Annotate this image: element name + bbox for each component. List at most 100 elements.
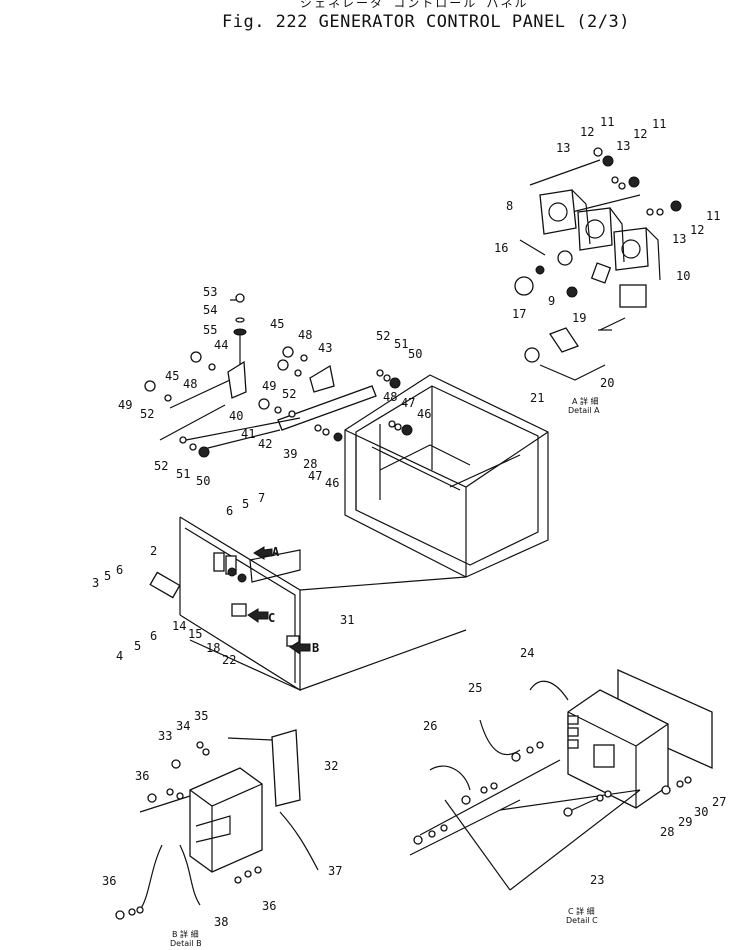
- part-callout-21: 21: [530, 391, 544, 405]
- part-callout-6a: 6: [226, 504, 233, 518]
- part-callout-12b: 12: [633, 127, 647, 141]
- figure-title: Fig. 222 GENERATOR CONTROL PANEL (2/3): [222, 12, 630, 32]
- part-callout-45b: 45: [270, 317, 284, 331]
- view-arrow-b: B: [289, 640, 319, 655]
- bracket-rail-assembly: [144, 293, 413, 458]
- part-callout-28b: 28: [660, 825, 674, 839]
- detail-b-jp: B 詳 細: [172, 929, 199, 939]
- part-callout-18: 18: [206, 641, 220, 655]
- part-callout-17: 17: [512, 307, 526, 321]
- part-callout-49b: 49: [262, 379, 276, 393]
- part-callout-33: 33: [158, 729, 172, 743]
- part-callout-52c: 52: [154, 459, 168, 473]
- part-callout-26: 26: [423, 719, 437, 733]
- japanese-title: ジェネレータ コントロール パネル: [300, 0, 529, 10]
- meter-cluster: [514, 147, 682, 381]
- arrow-a-label: A: [272, 545, 280, 559]
- part-callout-46a: 46: [417, 407, 431, 421]
- part-callout-5b: 5: [104, 569, 111, 583]
- part-callout-35: 35: [194, 709, 208, 723]
- part-callout-51a: 51: [176, 467, 190, 481]
- part-callout-7: 7: [258, 491, 265, 505]
- part-callout-23: 23: [590, 873, 604, 887]
- part-callout-30: 30: [694, 805, 708, 819]
- part-callout-2: 2: [150, 544, 157, 558]
- part-callout-50b: 50: [408, 347, 422, 361]
- part-callout-48b: 48: [298, 328, 312, 342]
- part-callout-36a: 36: [135, 769, 149, 783]
- part-callout-9: 9: [548, 294, 555, 308]
- part-callout-44: 44: [214, 338, 228, 352]
- part-callout-8: 8: [506, 199, 513, 213]
- part-callout-20: 20: [600, 376, 614, 390]
- detail-c-jp: C 詳 細: [568, 906, 595, 916]
- part-callout-41: 41: [241, 427, 255, 441]
- part-callout-52b: 52: [282, 387, 296, 401]
- arrow-b-label: B: [312, 641, 319, 655]
- part-callout-11c: 11: [706, 209, 720, 223]
- part-callout-14: 14: [172, 619, 186, 633]
- part-callout-42: 42: [258, 437, 272, 451]
- control-panel-box: [149, 516, 467, 692]
- part-callout-12c: 12: [690, 223, 704, 237]
- part-callout-49a: 49: [118, 398, 132, 412]
- part-callout-5c: 5: [134, 639, 141, 653]
- part-callout-11b: 11: [652, 117, 666, 131]
- part-callout-5a: 5: [242, 497, 249, 511]
- detail-b-drawing: [115, 729, 319, 920]
- part-callout-46b: 46: [325, 476, 339, 490]
- part-callout-31: 31: [340, 613, 354, 627]
- part-callout-39: 39: [283, 447, 297, 461]
- detail-c-en: Detail C: [566, 916, 598, 925]
- part-callout-6c: 6: [150, 629, 157, 643]
- part-callout-47b: 47: [308, 469, 322, 483]
- part-callout-52d: 52: [376, 329, 390, 343]
- part-callout-6b: 6: [116, 563, 123, 577]
- part-callout-10: 10: [676, 269, 690, 283]
- part-callout-27: 27: [712, 795, 726, 809]
- detail-a-caption: A 詳 細 Detail A: [568, 396, 600, 415]
- part-callout-15: 15: [188, 627, 202, 641]
- part-callout-3: 3: [92, 576, 99, 590]
- part-callout-48c: 48: [383, 390, 397, 404]
- part-callout-12a: 12: [580, 125, 594, 139]
- part-callout-34: 34: [176, 719, 190, 733]
- part-callout-45a: 45: [165, 369, 179, 383]
- part-callout-32: 32: [324, 759, 338, 773]
- part-callout-37: 37: [328, 864, 342, 878]
- part-callout-43: 43: [318, 341, 332, 355]
- cabinet-frame: [344, 374, 549, 578]
- part-callout-40: 40: [229, 409, 243, 423]
- part-callout-13a: 13: [556, 141, 570, 155]
- part-callout-13c: 13: [672, 232, 686, 246]
- part-callout-55: 55: [203, 323, 217, 337]
- part-callout-53: 53: [203, 285, 217, 299]
- part-callout-36c: 36: [262, 899, 276, 913]
- part-callout-48a: 48: [183, 377, 197, 391]
- part-callout-22: 22: [222, 653, 236, 667]
- detail-c-caption: C 詳 細 Detail C: [566, 906, 598, 925]
- view-arrow-c: C: [247, 608, 275, 625]
- part-callout-13b: 13: [616, 139, 630, 153]
- detail-a-en: Detail A: [568, 406, 600, 415]
- detail-b-en: Detail B: [170, 939, 202, 948]
- detail-a-jp: A 詳 細: [572, 396, 599, 406]
- part-callout-28a: 28: [303, 457, 317, 471]
- part-callout-4: 4: [116, 649, 123, 663]
- part-callout-11a: 11: [600, 115, 614, 129]
- part-callout-51b: 51: [394, 337, 408, 351]
- part-callout-36b: 36: [102, 874, 116, 888]
- arrow-c-label: C: [268, 611, 275, 625]
- part-callout-54: 54: [203, 303, 217, 317]
- part-callout-52a: 52: [140, 407, 154, 421]
- part-callout-38: 38: [214, 915, 228, 929]
- detail-c-drawing: [409, 668, 713, 891]
- part-callout-47a: 47: [401, 396, 415, 410]
- detail-b-caption: B 詳 細 Detail B: [170, 929, 202, 948]
- part-callout-29: 29: [678, 815, 692, 829]
- part-callout-19: 19: [572, 311, 586, 325]
- part-callout-16: 16: [494, 241, 508, 255]
